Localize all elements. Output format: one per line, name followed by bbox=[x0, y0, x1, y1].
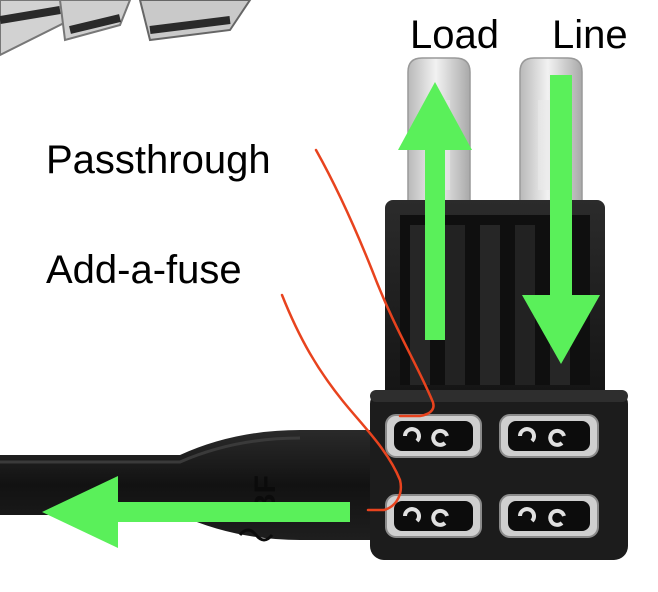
line-label: Line bbox=[552, 13, 628, 57]
background-fuse-leads bbox=[0, 0, 252, 57]
passthrough-label: Passthrough bbox=[46, 138, 271, 182]
passthrough-leader-line bbox=[314, 148, 435, 418]
fuse-tap-cable: BF bbox=[0, 430, 380, 542]
add-a-fuse-leader-line bbox=[280, 293, 402, 512]
socket-top-right bbox=[499, 414, 599, 458]
load-label: Load bbox=[410, 13, 499, 57]
output-arrow-left bbox=[42, 476, 350, 548]
socket-bottom-left bbox=[385, 494, 482, 538]
socket-top-left bbox=[385, 414, 482, 458]
add-a-fuse-label: Add-a-fuse bbox=[46, 248, 242, 292]
line-arrow-down bbox=[522, 75, 600, 364]
load-arrow-up bbox=[398, 82, 472, 340]
socket-bottom-right bbox=[499, 494, 599, 538]
